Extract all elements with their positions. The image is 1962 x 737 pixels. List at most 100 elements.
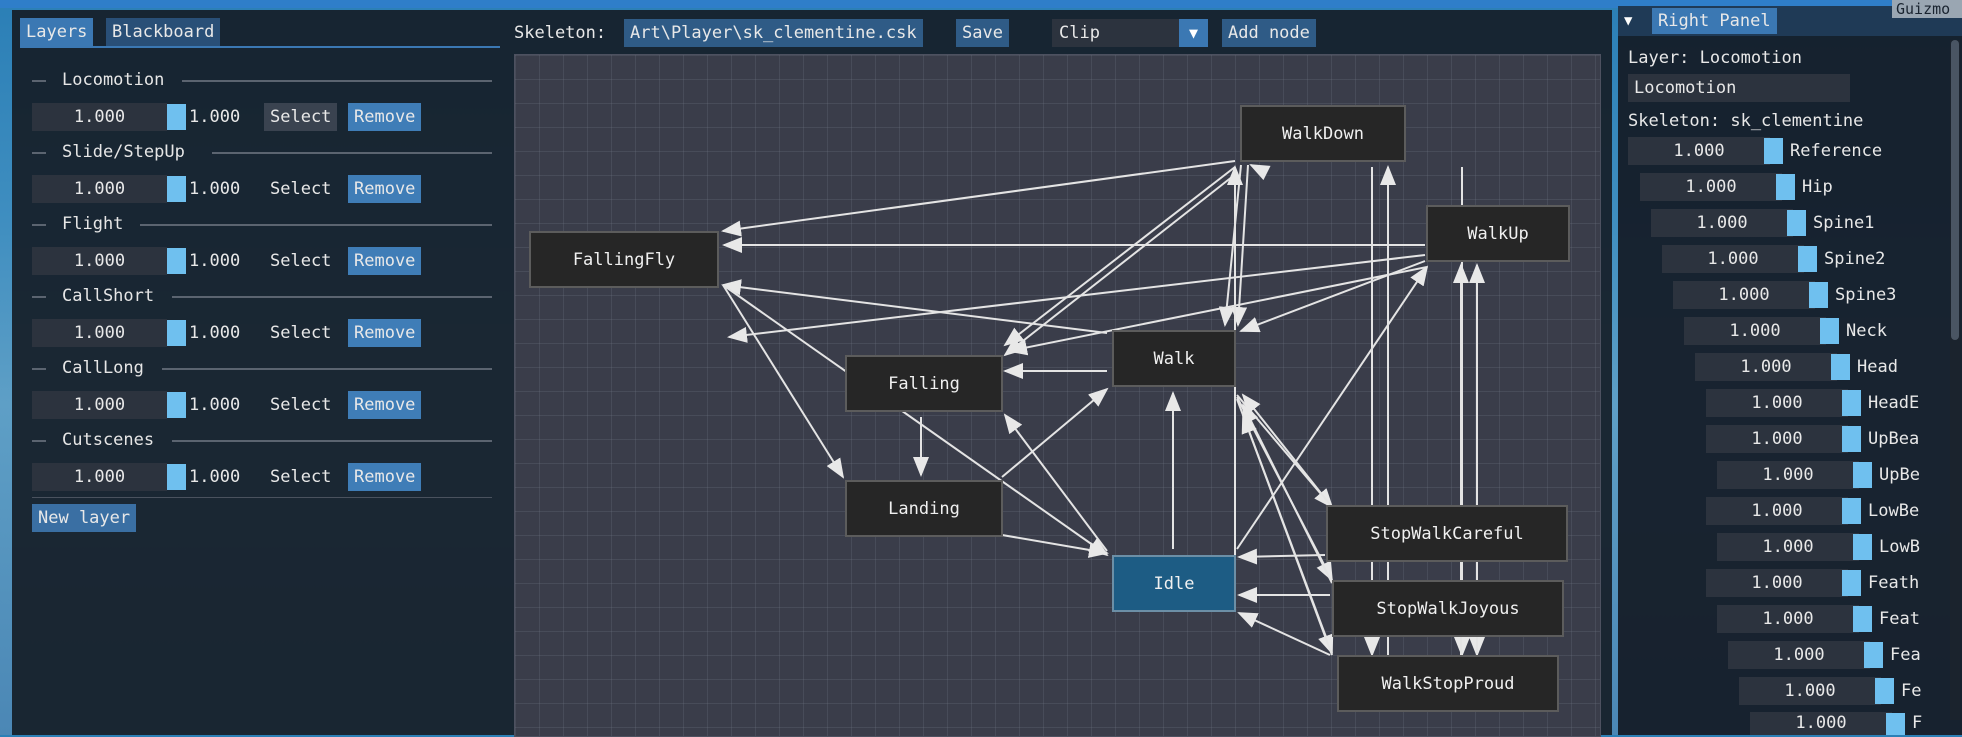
bone-slider-handle[interactable] xyxy=(1831,354,1850,380)
bone-weight-input[interactable]: 1.000 xyxy=(1739,677,1881,705)
graph-edges xyxy=(721,160,1485,657)
bone-slider-handle[interactable] xyxy=(1820,318,1839,344)
node-type-dropdown[interactable]: Clip xyxy=(1052,19,1187,47)
skeleton-path-field[interactable]: Art\Player\sk_clementine.csk xyxy=(624,19,923,47)
bone-slider-handle[interactable] xyxy=(1787,210,1806,236)
graph-node-falling[interactable]: Falling xyxy=(845,355,1003,412)
bone-weight-input[interactable]: 1.000 xyxy=(1728,641,1870,669)
save-button[interactable]: Save xyxy=(956,19,1009,47)
bone-slider-handle[interactable] xyxy=(1842,570,1861,596)
graph-node-fallingfly[interactable]: FallingFly xyxy=(529,231,719,288)
layer-header-callshort[interactable]: CallShort xyxy=(32,284,492,308)
bone-weight-input[interactable]: 1.000 xyxy=(1695,353,1837,381)
bone-slider-handle[interactable] xyxy=(1798,246,1817,272)
graph-node-walkup[interactable]: WalkUp xyxy=(1426,205,1570,262)
remove-button[interactable]: Remove xyxy=(348,103,422,131)
bone-slider-handle[interactable] xyxy=(1875,678,1894,704)
bone-slider-handle[interactable] xyxy=(1853,462,1872,488)
bone-name: Spine1 xyxy=(1813,213,1875,233)
layer-name: Cutscenes xyxy=(62,430,155,450)
bone-weight-input[interactable]: 1.000 xyxy=(1684,317,1826,345)
layer-weight-input[interactable]: 1.000 xyxy=(32,175,167,203)
node-graph-canvas[interactable]: WalkDown WalkUp FallingFly Walk Falling … xyxy=(514,54,1601,737)
select-button[interactable]: Select xyxy=(270,179,332,199)
weight-slider-handle[interactable] xyxy=(167,248,186,274)
tab-guizmo[interactable]: Guizmo xyxy=(1892,0,1962,18)
layer-header-calllong[interactable]: CallLong xyxy=(32,356,492,380)
bone-weight-input[interactable]: 1.000 xyxy=(1706,497,1848,525)
divider xyxy=(32,497,492,498)
bone-weight-input[interactable]: 1.000 xyxy=(1717,461,1859,489)
tab-blackboard[interactable]: Blackboard xyxy=(106,18,221,46)
remove-button[interactable]: Remove xyxy=(348,247,422,275)
layer-header-cutscenes[interactable]: Cutscenes xyxy=(32,428,492,452)
bone-weight-input[interactable]: 1.000 xyxy=(1706,389,1848,417)
graph-node-walkstopproud[interactable]: WalkStopProud xyxy=(1337,655,1559,712)
divider xyxy=(162,368,492,370)
bone-slider-handle[interactable] xyxy=(1776,174,1795,200)
bone-weight-input[interactable]: 1.000 xyxy=(1662,245,1804,273)
layer-name-input[interactable]: Locomotion xyxy=(1628,74,1850,102)
remove-button[interactable]: Remove xyxy=(348,319,422,347)
bone-name: Feath xyxy=(1868,573,1920,593)
layer-weight-input[interactable]: 1.000 xyxy=(32,247,167,275)
weight-slider-handle[interactable] xyxy=(167,392,186,418)
bone-slider-handle[interactable] xyxy=(1864,642,1883,668)
bone-slider-handle[interactable] xyxy=(1842,390,1861,416)
layer-header-slide-stepup[interactable]: Slide/StepUp xyxy=(32,140,492,164)
bone-weight-input[interactable]: 1.000 xyxy=(1673,281,1815,309)
bone-slider-handle[interactable] xyxy=(1853,534,1872,560)
bone-slider-handle[interactable] xyxy=(1842,426,1861,452)
new-layer-button[interactable]: New layer xyxy=(32,504,137,532)
bone-slider-handle[interactable] xyxy=(1886,713,1905,735)
chevron-down-icon[interactable]: ▼ xyxy=(1179,19,1208,47)
add-node-button[interactable]: Add node xyxy=(1222,19,1316,47)
bone-slider-handle[interactable] xyxy=(1842,498,1861,524)
remove-button[interactable]: Remove xyxy=(348,463,422,491)
graph-node-idle[interactable]: Idle xyxy=(1112,555,1236,612)
weight-slider-handle[interactable] xyxy=(167,320,186,346)
remove-button[interactable]: Remove xyxy=(348,175,422,203)
bone-weight-input[interactable]: 1.000 xyxy=(1717,533,1859,561)
right-panel-title[interactable]: Right Panel xyxy=(1652,8,1777,34)
right-panel-scrollbar[interactable] xyxy=(1950,40,1960,720)
bone-name: F xyxy=(1912,713,1923,733)
edge xyxy=(721,279,1108,334)
select-button[interactable]: Select xyxy=(270,251,332,271)
remove-button[interactable]: Remove xyxy=(348,391,422,419)
select-button[interactable]: Select xyxy=(270,395,332,415)
layer-weight-input[interactable]: 1.000 xyxy=(32,319,167,347)
layer-weight-input[interactable]: 1.000 xyxy=(32,463,167,491)
select-button[interactable]: Select xyxy=(270,467,332,487)
graph-node-stopwalkjoyous[interactable]: StopWalkJoyous xyxy=(1332,580,1564,637)
bone-weight-input[interactable]: 1.000 xyxy=(1706,569,1848,597)
layer-header-locomotion[interactable]: Locomotion xyxy=(32,68,492,92)
graph-node-walk[interactable]: Walk xyxy=(1112,330,1236,387)
layer-header-flight[interactable]: Flight xyxy=(32,212,492,236)
bone-slider-handle[interactable] xyxy=(1764,138,1783,164)
bone-weight-input[interactable]: 1.000 xyxy=(1640,173,1782,201)
layer-weight-input[interactable]: 1.000 xyxy=(32,103,167,131)
weight-slider-handle[interactable] xyxy=(167,464,186,490)
bone-weight-input[interactable]: 1.000 xyxy=(1717,605,1859,633)
collapse-icon[interactable]: ▼ xyxy=(1624,13,1633,29)
graph-node-stopwalkcareful[interactable]: StopWalkCareful xyxy=(1326,505,1568,562)
layer-weight-input[interactable]: 1.000 xyxy=(32,391,167,419)
bone-slider-handle[interactable] xyxy=(1853,606,1872,632)
bone-weight-input[interactable]: 1.000 xyxy=(1706,425,1848,453)
bone-weight-input[interactable]: 1.000 xyxy=(1628,137,1770,165)
graph-node-walkdown[interactable]: WalkDown xyxy=(1240,105,1406,162)
select-button[interactable]: Select xyxy=(264,103,338,131)
bone-weight-input[interactable]: 1.000 xyxy=(1651,209,1793,237)
edge xyxy=(1236,265,1429,550)
select-button[interactable]: Select xyxy=(270,323,332,343)
edge xyxy=(1241,413,1333,656)
weight-slider-handle[interactable] xyxy=(167,104,186,130)
weight-slider-handle[interactable] xyxy=(167,176,186,202)
bone-weight-input[interactable]: 1.000 xyxy=(1750,712,1892,735)
bone-slider-handle[interactable] xyxy=(1809,282,1828,308)
tab-layers[interactable]: Layers xyxy=(20,18,94,46)
scrollbar-thumb[interactable] xyxy=(1951,40,1959,340)
graph-node-landing[interactable]: Landing xyxy=(845,480,1003,537)
bone-name: Neck xyxy=(1846,321,1887,341)
